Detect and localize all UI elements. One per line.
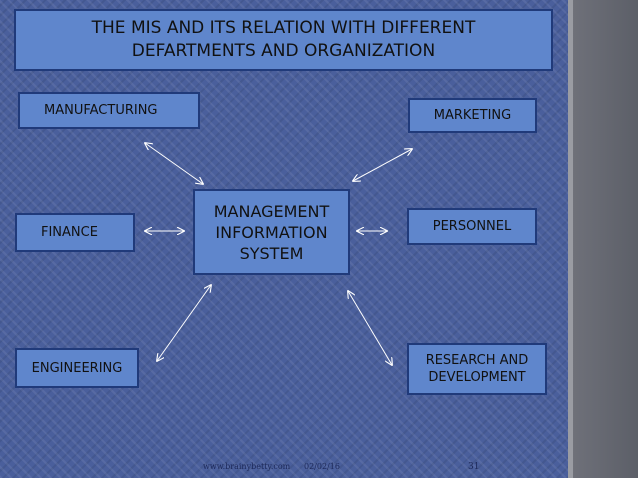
- mis-line-1: MANAGEMENT: [213, 201, 330, 221]
- research-line-2: DEVELOPMENT: [428, 370, 526, 385]
- mis-box: MANAGEMENT INFORMATION SYSTEM: [193, 189, 350, 275]
- arrow-marketing-mis: [353, 149, 412, 181]
- right-side-band: [568, 0, 638, 478]
- engineering-box: ENGINEERING: [15, 348, 139, 388]
- research-line-1: RESEARCH AND: [425, 353, 529, 368]
- manufacturing-box: MANUFACTURING: [18, 92, 200, 129]
- engineering-label: ENGINEERING: [31, 360, 123, 376]
- footer-date: 02/02/16: [304, 462, 340, 471]
- mis-line-3: SYSTEM: [239, 243, 304, 263]
- footer-page-number: 31: [468, 462, 480, 472]
- finance-box: FINANCE: [15, 213, 135, 252]
- title-line-2: DEFARTMENTS AND ORGANIZATION: [131, 41, 436, 61]
- personnel-label: PERSONNEL: [432, 219, 512, 234]
- slide-title: THE MIS AND ITS RELATION WITH DIFFERENT …: [14, 9, 553, 71]
- marketing-label: MARKETING: [433, 108, 512, 123]
- research-box: RESEARCH AND DEVELOPMENT: [407, 343, 547, 395]
- mis-line-2: INFORMATION: [215, 222, 328, 242]
- manufacturing-label: MANUFACTURING: [44, 103, 158, 118]
- finance-label: FINANCE: [41, 225, 98, 240]
- title-line-1: THE MIS AND ITS RELATION WITH DIFFERENT: [91, 18, 476, 38]
- arrow-mis-research: [348, 291, 392, 365]
- arrow-engineering-mis: [157, 285, 211, 361]
- personnel-box: PERSONNEL: [407, 208, 537, 245]
- marketing-box: MARKETING: [408, 98, 537, 133]
- arrow-manufacturing-mis: [145, 143, 203, 184]
- footer-website: www.brainybetty.com: [203, 462, 291, 471]
